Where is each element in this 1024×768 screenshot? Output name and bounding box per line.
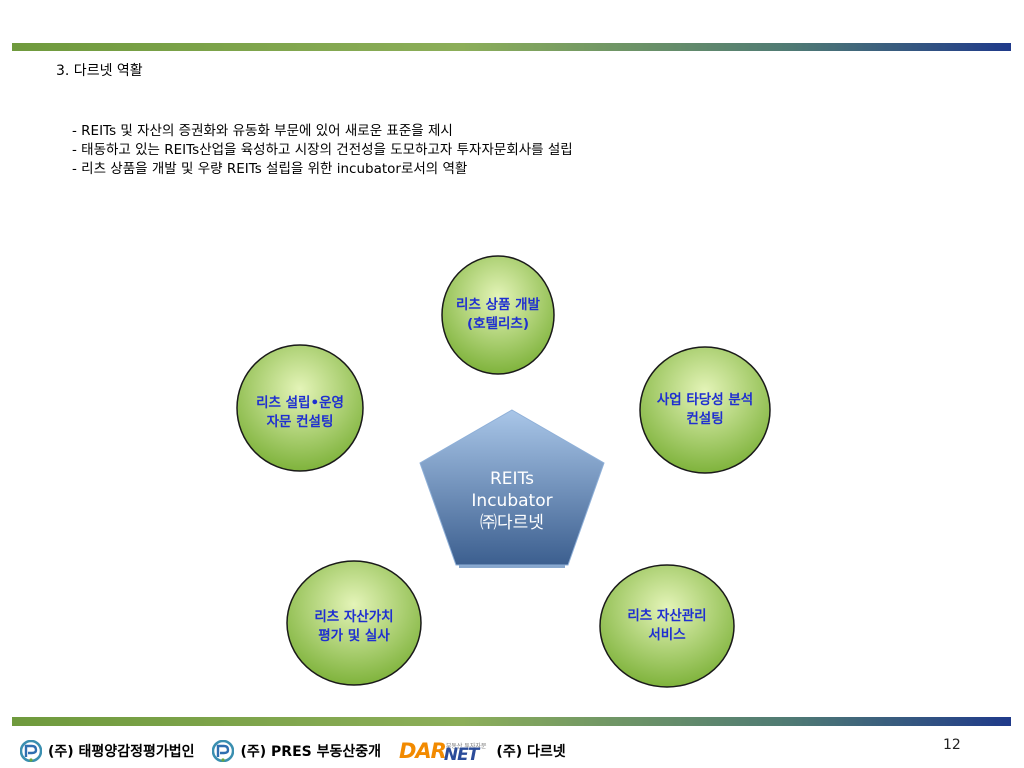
bullet-item: - REITs 및 자산의 증권화와 유동화 부문에 있어 새로운 표준을 제시 [72,123,453,139]
node-left-line1: 리츠 설립•운영 [256,395,344,411]
node-right-line2: 컨설팅 [686,411,724,427]
darnet-logo-net-block: 부동산 투자자문 NET [443,742,487,765]
center-line1: REITs [490,469,534,489]
node-top-line1: 리츠 상품 개발 [456,297,540,313]
footer-logos: (주) 태평양감정평가법인 (주) PRES 부동산중개 DAR 부동산 투자자… [20,738,584,764]
darnet-logo-net: NET [443,745,479,765]
center-pentagon [419,409,605,566]
node-top-line2: (호텔리츠) [466,316,530,332]
node-top-label: 리츠 상품 개발 (호텔리츠) [438,296,558,334]
company1-emblem-icon [20,740,42,762]
node-bottom-left [286,560,422,686]
company2-emblem-icon [212,740,235,762]
company3-name: (주) 다르넷 [496,744,566,760]
company1-logo: (주) 태평양감정평가법인 [20,740,194,762]
node-bottom-left-line2: 평가 및 실사 [318,628,390,644]
page-number: 12 [943,737,961,753]
node-bottom-left-label: 리츠 자산가치 평가 및 실사 [289,608,419,646]
center-line2: Incubator [471,491,553,511]
node-top [441,255,555,375]
node-bottom-right-line2: 서비스 [648,627,686,643]
top-accent-bar [12,43,1011,51]
node-left-line2: 자문 컨설팅 [266,414,334,430]
section-title: 3. 다르넷 역활 [56,63,143,79]
node-bottom-left-line1: 리츠 자산가치 [314,609,394,625]
node-bottom-right-label: 리츠 자산관리 서비스 [602,607,732,645]
center-line3: ㈜다르넷 [480,513,544,533]
darnet-logo-dar: DAR [399,739,447,763]
node-right [639,346,771,474]
bullet-item: - 리츠 상품을 개발 및 우량 REITs 설립을 위한 incubator로… [72,161,468,177]
company2-name: (주) PRES 부동산중개 [240,744,381,760]
node-right-line1: 사업 타당성 분석 [656,392,754,408]
bottom-accent-bar [12,717,1011,726]
node-bottom-right-line1: 리츠 자산관리 [627,608,707,624]
node-left [236,344,364,472]
center-label: REITs Incubator ㈜다르넷 [452,468,572,534]
bullet-item: - 태동하고 있는 REITs산업을 육성하고 시장의 건전성을 도모하고자 투… [72,142,573,158]
company2-logo: (주) PRES 부동산중개 [212,740,381,762]
darnet-logo-tagline: 부동산 투자자문 [445,743,487,750]
node-bottom-right [599,564,735,688]
node-left-label: 리츠 설립•운영 자문 컨설팅 [235,394,365,432]
node-right-label: 사업 타당성 분석 컨설팅 [640,391,770,429]
company1-name: (주) 태평양감정평가법인 [48,744,195,760]
darnet-logo: DAR 부동산 투자자문 NET (주) 다르넷 [399,739,566,765]
bullet-list: - REITs 및 자산의 증권화와 유동화 부문에 있어 새로운 표준을 제시… [72,122,573,179]
